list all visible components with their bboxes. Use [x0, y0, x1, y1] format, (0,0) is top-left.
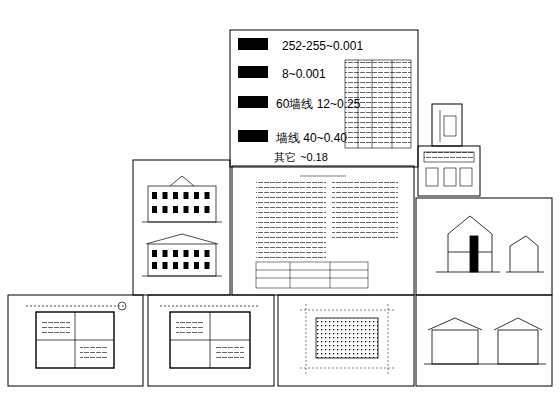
- window-mark: [205, 206, 210, 213]
- window-mark: [205, 250, 210, 257]
- note-label: 其它: [274, 151, 296, 163]
- layer-swatch: [238, 130, 268, 142]
- window-mark: [173, 250, 178, 257]
- window-mark: [152, 250, 157, 257]
- layer-swatch: [238, 96, 268, 108]
- window-mark: [163, 262, 168, 269]
- window-mark: [152, 206, 157, 213]
- window-mark: [173, 192, 178, 199]
- window-mark: [173, 262, 178, 269]
- layer-label: 60墙线 12~0.25: [276, 98, 360, 111]
- note-label: ~0.18: [300, 151, 328, 163]
- window-mark: [194, 206, 199, 213]
- layer-swatch: [238, 66, 268, 78]
- window-mark: [184, 192, 189, 199]
- layer-label: 8~0.001: [282, 68, 326, 81]
- layer-swatch: [238, 38, 268, 50]
- window-mark: [205, 192, 210, 199]
- window-mark: [152, 262, 157, 269]
- window-mark: [205, 262, 210, 269]
- window-mark: [194, 192, 199, 199]
- window-mark: [184, 206, 189, 213]
- window-mark: [184, 262, 189, 269]
- window-mark: [163, 206, 168, 213]
- window-mark: [152, 192, 157, 199]
- layer-label: 252-255~0.001: [282, 40, 363, 53]
- window-mark: [163, 250, 168, 257]
- layer-label: 墙线 40~0.40: [276, 132, 347, 145]
- window-mark: [194, 262, 199, 269]
- window-mark: [163, 192, 168, 199]
- window-mark: [173, 206, 178, 213]
- window-mark: [194, 250, 199, 257]
- window-mark: [184, 250, 189, 257]
